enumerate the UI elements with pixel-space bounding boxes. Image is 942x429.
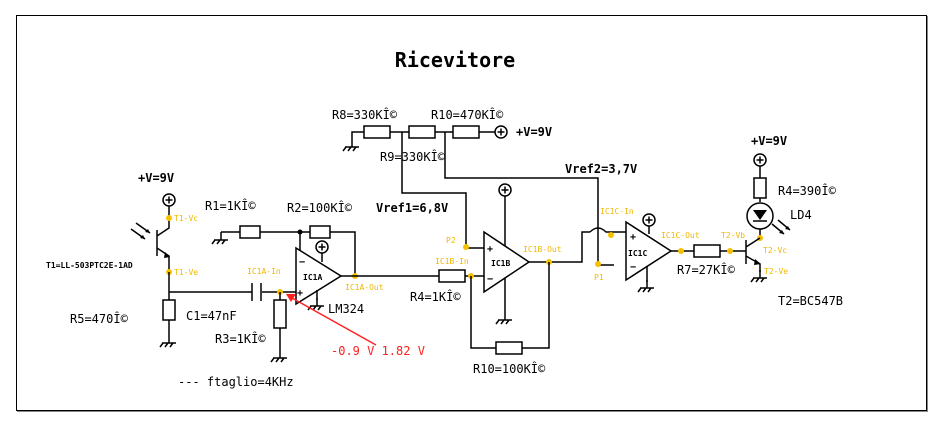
- resistor-r8: [363, 125, 391, 139]
- resistor-r4-input: [438, 269, 466, 283]
- cutoff-annotation: --- ftaglio=4KHz: [178, 375, 294, 389]
- resistor-r10-divider: [452, 125, 480, 139]
- node-label-ic1a-out: IC1A-Out: [345, 283, 384, 292]
- supply-plus-icon: [498, 183, 512, 197]
- ground-icon: [211, 231, 229, 245]
- label-vref2: Vref2=3,7V: [565, 162, 637, 176]
- label-t1: T1=LL-503PTC2E-1AD: [46, 261, 133, 270]
- resistor-r3: [273, 299, 287, 329]
- probe-arrowhead-icon: [286, 294, 296, 302]
- label-lm324: LM324: [328, 302, 364, 316]
- svg-text:−: −: [299, 257, 305, 268]
- resistor-r10-feedback: [495, 341, 523, 355]
- label-ic1c: IC1C: [628, 249, 647, 258]
- ground-icon: [637, 279, 655, 293]
- light-emit-arrows-icon: [771, 219, 791, 235]
- diode-icon: [753, 210, 767, 220]
- supply-plus-icon: [642, 213, 656, 227]
- transistor-t2: [740, 237, 761, 272]
- resistor-r2: [309, 225, 331, 239]
- resistor-r1: [239, 225, 261, 239]
- ground-icon: [342, 138, 360, 152]
- resistor-r9: [408, 125, 436, 139]
- ground-icon: [495, 311, 513, 325]
- emitter-arrow-icon: [164, 252, 170, 258]
- opamp-ic1c: [625, 220, 673, 282]
- label-t2: T2=BC547B: [778, 294, 843, 308]
- label-c1: C1=47nF: [186, 309, 237, 323]
- node-label-p2: P2: [446, 236, 456, 245]
- node-label-ic1b-in: IC1B-In: [435, 257, 469, 266]
- supply-plus-icon: [315, 240, 329, 254]
- label-r2: R2=100KÎ©: [287, 200, 353, 215]
- supply-label-left: +V=9V: [138, 171, 174, 185]
- node-label-t2-vb: T2-Vb: [721, 231, 745, 240]
- svg-text:+: +: [630, 232, 636, 243]
- supply-plus-icon: [162, 193, 176, 207]
- node-ic1c-in: [608, 232, 614, 238]
- node-label-t1-ve: T1-Ve: [174, 268, 198, 277]
- svg-text:+: +: [297, 288, 303, 299]
- label-r10-feedback: R10=100KÎ©: [473, 361, 546, 376]
- node-label-t2-ve: T2-Ve: [764, 267, 788, 276]
- resistor-r4-led: [753, 177, 767, 199]
- label-vref1: Vref1=6,8V: [376, 201, 448, 215]
- label-r4-input: R4=1KÎ©: [410, 289, 461, 304]
- emitter-arrow-icon: [754, 259, 761, 265]
- node-p1: [595, 261, 601, 267]
- node-label-ic1c-in: IC1C-In: [600, 207, 634, 216]
- voltage-probe-annotation: -0.9 V 1.82 V: [331, 344, 425, 358]
- label-r7: R7=27KÎ©: [677, 262, 736, 277]
- node-p2: [463, 244, 469, 250]
- diagram-frame: [16, 15, 927, 411]
- label-r5: R5=470Î©: [70, 311, 129, 326]
- label-r1: R1=1KÎ©: [205, 198, 256, 213]
- supply-label-right: +V=9V: [751, 134, 787, 148]
- supply-label-divider: +V=9V: [516, 125, 552, 139]
- opamp-ic1a: [295, 246, 343, 306]
- diagram-title: Ricevitore: [395, 48, 515, 72]
- node-label-ic1c-out: IC1C-Out: [661, 231, 700, 240]
- label-ld4: LD4: [790, 208, 812, 222]
- light-arrows-icon: [130, 222, 151, 240]
- node-label-p1: P1: [594, 273, 604, 282]
- label-ic1a: IC1A: [303, 273, 322, 282]
- label-r4-led: R4=390Î©: [778, 183, 837, 198]
- label-r3: R3=1KÎ©: [215, 331, 266, 346]
- resistor-r7: [693, 244, 721, 258]
- label-r9: R9=330KÎ©: [380, 149, 446, 164]
- capacitor-c1: [251, 283, 262, 301]
- node-label-t2-vc: T2-Vc: [763, 246, 787, 255]
- ground-icon: [159, 334, 177, 348]
- node-t1-vc: [166, 215, 172, 221]
- node-ic1c-out: [678, 248, 684, 254]
- node-t2-vb: [727, 248, 733, 254]
- label-ic1b: IC1B: [491, 259, 510, 268]
- supply-plus-icon: [494, 125, 508, 139]
- svg-text:−: −: [630, 262, 636, 273]
- ground-icon: [270, 349, 288, 363]
- svg-text:+: +: [487, 244, 493, 255]
- probe-arrow: [291, 297, 377, 346]
- node-label-t1-vc: T1-Vc: [174, 214, 198, 223]
- opamp-ic1b: [483, 230, 531, 294]
- label-r8: R8=330KÎ©: [332, 107, 398, 122]
- supply-plus-icon: [753, 153, 767, 167]
- node-label-ic1a-in: IC1A-In: [247, 267, 281, 276]
- resistor-r5: [162, 299, 176, 321]
- svg-text:−: −: [487, 274, 493, 285]
- label-r10-divider: R10=470KÎ©: [431, 107, 504, 122]
- node-label-ic1b-out: IC1B-Out: [523, 245, 562, 254]
